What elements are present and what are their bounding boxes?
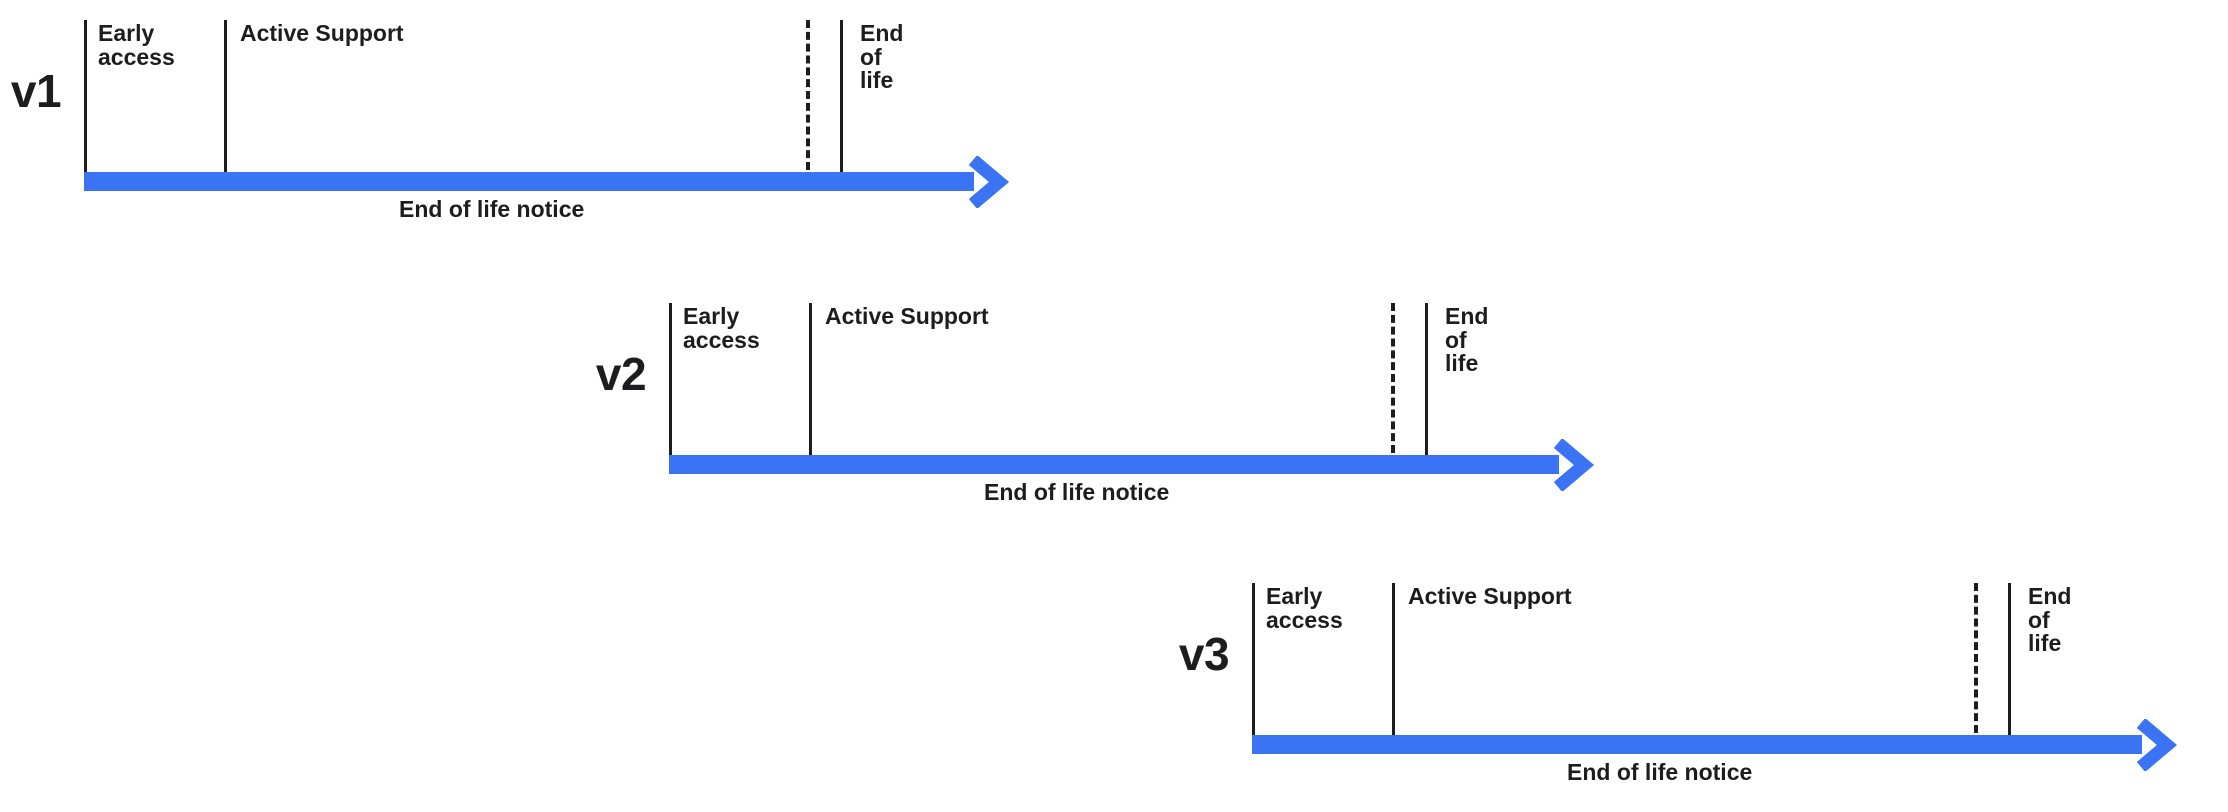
phase-divider-active-support (1392, 583, 1395, 735)
phase-divider-active-support (809, 303, 812, 455)
arrow-head-icon (968, 156, 1010, 208)
version-label-v3: v3 (1178, 628, 1230, 680)
phase-label-early-access: Early access (98, 20, 175, 70)
phase-divider-end-of-life (2008, 583, 2011, 735)
end-of-life-notice-label: End of life notice (399, 196, 585, 222)
phase-divider-eol-notice (806, 20, 810, 170)
end-of-life-notice-label: End of life notice (1567, 759, 1753, 785)
end-of-life-notice-label: End of life notice (984, 479, 1170, 505)
arrow-head-icon (2136, 719, 2178, 771)
lifecycle-arrow-v1: End of life notice (84, 156, 1015, 222)
phase-band-v1: Early access Active Support End of life (84, 20, 903, 172)
version-label-v2: v2 (595, 348, 647, 400)
phase-label-end-of-life: End of life (860, 20, 904, 94)
phase-label-end-of-life: End of life (1445, 303, 1489, 377)
phase-divider-start (669, 303, 672, 455)
phase-divider-eol-notice (1391, 303, 1395, 453)
phase-label-active-support: Active Support (825, 303, 989, 329)
phase-label-active-support: Active Support (1408, 583, 1572, 609)
phase-label-active-support: Active Support (240, 20, 404, 46)
phase-divider-eol-notice (1974, 583, 1978, 733)
phase-divider-start (1252, 583, 1255, 735)
phase-label-early-access: Early access (1266, 583, 1343, 633)
lifecycle-arrow-v3: End of life notice (1252, 719, 2183, 785)
phase-label-early-access: Early access (683, 303, 760, 353)
phase-divider-start (84, 20, 87, 172)
phase-band-v3: Early access Active Support End of life (1252, 583, 2071, 735)
arrow-shaft (84, 172, 974, 191)
phase-divider-end-of-life (840, 20, 843, 172)
phase-band-v2: Early access Active Support End of life (669, 303, 1488, 455)
lifecycle-arrow-v2: End of life notice (669, 439, 1600, 505)
phase-divider-active-support (224, 20, 227, 172)
arrow-shaft (1252, 735, 2142, 754)
arrow-head-icon (1553, 439, 1595, 491)
version-label-v1: v1 (10, 65, 62, 117)
phase-label-end-of-life: End of life (2028, 583, 2072, 657)
arrow-shaft (669, 455, 1559, 474)
phase-divider-end-of-life (1425, 303, 1428, 455)
